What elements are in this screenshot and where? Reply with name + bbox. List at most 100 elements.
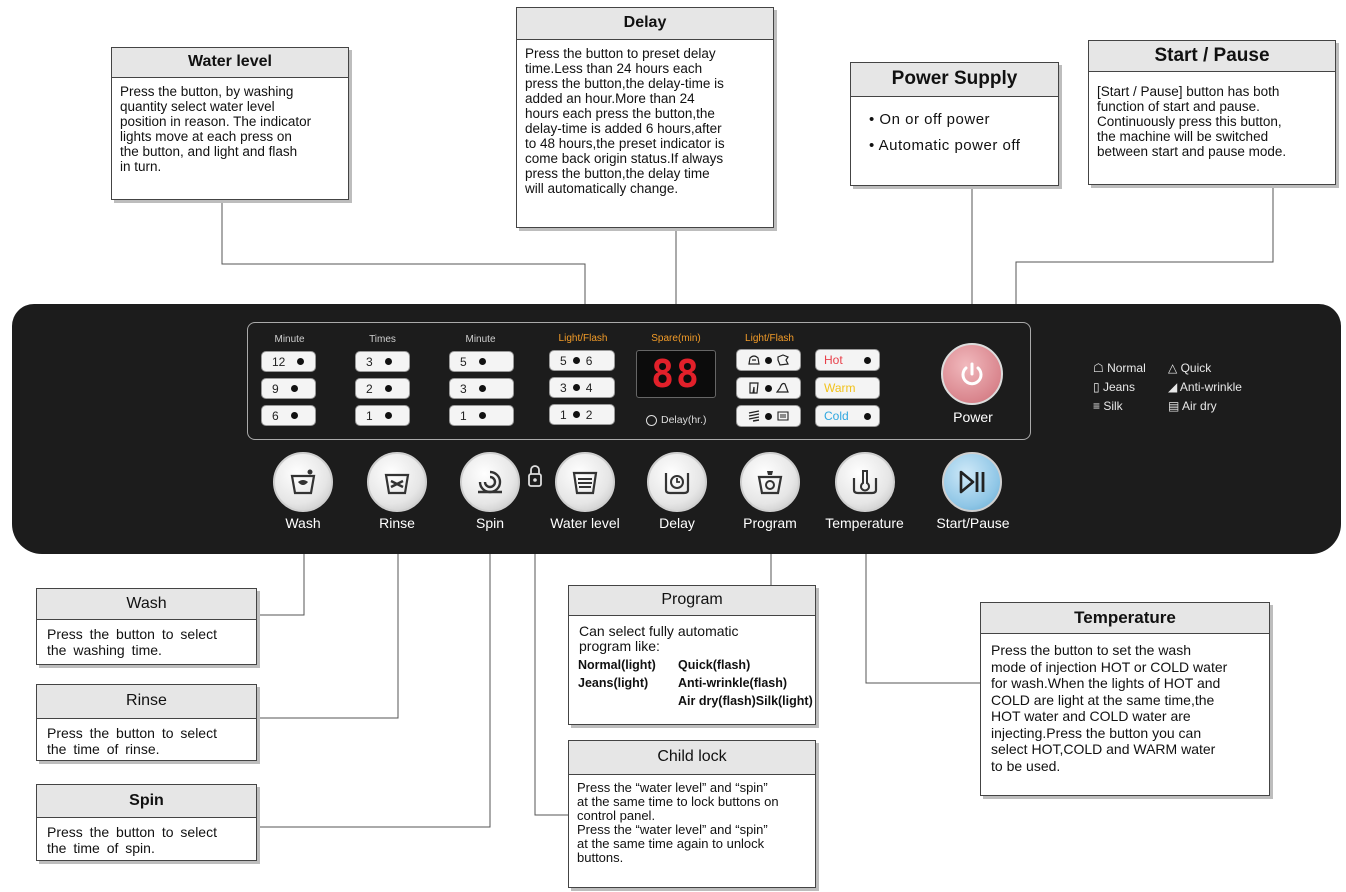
wash-label: Wash	[285, 515, 321, 531]
power-icon	[961, 362, 983, 386]
air-dry-icon	[777, 411, 789, 421]
rinse-column-header: Times	[369, 334, 396, 345]
program-indicator-normal-quick	[736, 349, 801, 371]
callout-body: Press the button to select the time of s…	[47, 824, 217, 856]
legend-anti-wrinkle: ◢ Anti-wrinkle	[1168, 380, 1242, 394]
spin-indicator: 3	[449, 378, 514, 399]
normal-icon	[748, 355, 760, 365]
temp-indicator-hot: Hot	[815, 349, 880, 371]
legend-jeans: ▯ Jeans	[1093, 380, 1135, 394]
program-icon	[757, 471, 783, 495]
play-pause-icon	[959, 470, 985, 494]
program-label: Program	[743, 515, 797, 531]
wash-column-header: Minute	[274, 334, 305, 345]
wash-indicator: 6	[261, 405, 316, 426]
delay-ring-icon	[646, 414, 657, 426]
rinse-indicator: 3	[355, 351, 410, 372]
power-supply-item: • Automatic power off	[869, 137, 1021, 154]
power-supply-callout: Power Supply • On or off power • Automat…	[850, 62, 1059, 186]
water-column-header: Light/Flash	[558, 333, 608, 344]
callout-body: Press the button, by washing quantity se…	[120, 84, 312, 174]
spin-icon	[478, 470, 502, 494]
water-level-label: Water level	[550, 515, 620, 531]
legend-air-dry: ▤ Air dry	[1168, 399, 1217, 413]
spin-button[interactable]	[460, 452, 520, 512]
program-button[interactable]	[740, 452, 800, 512]
rinse-button[interactable]	[367, 452, 427, 512]
wash-indicator: 9	[261, 378, 316, 399]
callout-title: Water level	[112, 48, 348, 78]
jeans-icon	[749, 382, 759, 394]
callout-title: Spin	[37, 785, 256, 818]
water-level-callout: Water level Press the button, by washing…	[111, 47, 349, 200]
delay-icon	[664, 473, 690, 495]
water-level-icon	[572, 471, 598, 495]
temperature-label: Temperature	[825, 515, 904, 531]
program-callout: Program Can select fully automatic progr…	[568, 585, 816, 725]
display-area	[247, 322, 1031, 440]
delay-callout: Delay Press the button to preset delay t…	[516, 7, 774, 228]
anti-wrinkle-icon	[776, 382, 789, 393]
power-label: Power	[953, 409, 993, 425]
callout-title: Start / Pause	[1089, 41, 1335, 72]
spare-column-header: Spare(min)	[651, 333, 701, 344]
spin-indicator: 5	[449, 351, 514, 372]
wash-button[interactable]	[273, 452, 333, 512]
segment-display: 88	[636, 350, 716, 398]
callout-title: Program	[569, 586, 815, 616]
start-pause-callout: Start / Pause [Start / Pause] button has…	[1088, 40, 1336, 185]
program-column-header: Light/Flash	[745, 333, 794, 344]
rinse-callout: Rinse Press the button to select the tim…	[36, 684, 257, 761]
spin-callout: Spin Press the button to select the time…	[36, 784, 257, 861]
rinse-indicator: 1	[355, 405, 410, 426]
callout-body: Can select fully automatic program like:	[579, 623, 739, 654]
child-lock-icon	[528, 465, 542, 487]
spin-indicator: 1	[449, 405, 514, 426]
callout-title: Child lock	[569, 741, 815, 775]
spin-label: Spin	[475, 515, 505, 531]
delay-label: Delay	[659, 515, 695, 531]
legend-normal: ☖ Normal	[1093, 361, 1146, 375]
callout-body: [Start / Pause] button has both function…	[1097, 84, 1287, 159]
quick-icon	[777, 354, 789, 366]
callout-body: Press the “water level” and “spin” at th…	[577, 780, 779, 865]
temperature-button[interactable]	[835, 452, 895, 512]
program-indicator-silk-airdry	[736, 405, 801, 427]
spin-column-header: Minute	[465, 334, 496, 345]
program-indicator-jeans-anti	[736, 377, 801, 399]
child-lock-callout: Child lock Press the “water level” and “…	[568, 740, 816, 888]
temp-indicator-warm: Warm	[815, 377, 880, 399]
start-pause-label: Start/Pause	[936, 515, 1010, 531]
temperature-callout: Temperature Press the button to set the …	[980, 602, 1270, 796]
callout-title: Rinse	[37, 685, 256, 719]
water-level-button[interactable]	[555, 452, 615, 512]
silk-icon	[748, 410, 760, 422]
rinse-indicator: 2	[355, 378, 410, 399]
power-supply-item: • On or off power	[869, 111, 991, 128]
callout-body: Press the button to preset delay time.Le…	[525, 46, 725, 196]
callout-title: Power Supply	[851, 63, 1058, 97]
wash-icon	[290, 469, 316, 495]
legend-silk: ≡ Silk	[1093, 399, 1123, 413]
delay-indicator: Delay(hr.)	[646, 414, 707, 426]
callout-body: Press the button to set the wash mode of…	[991, 642, 1228, 774]
temp-indicator-cold: Cold	[815, 405, 880, 427]
wash-indicator: 12	[261, 351, 316, 372]
wash-callout: Wash Press the button to select the wash…	[36, 588, 257, 665]
legend-quick: △ Quick	[1168, 361, 1212, 375]
callout-body: Press the button to select the washing t…	[47, 626, 217, 658]
rinse-icon	[384, 473, 410, 495]
temperature-icon	[852, 470, 878, 495]
callout-body: Press the button to select the time of r…	[47, 725, 217, 757]
callout-title: Temperature	[981, 603, 1269, 634]
control-panel	[12, 304, 1341, 554]
callout-title: Wash	[37, 589, 256, 620]
power-button[interactable]	[941, 343, 1003, 405]
callout-title: Delay	[517, 8, 773, 40]
delay-button[interactable]	[647, 452, 707, 512]
rinse-label: Rinse	[379, 515, 415, 531]
start-pause-button[interactable]	[942, 452, 1002, 512]
